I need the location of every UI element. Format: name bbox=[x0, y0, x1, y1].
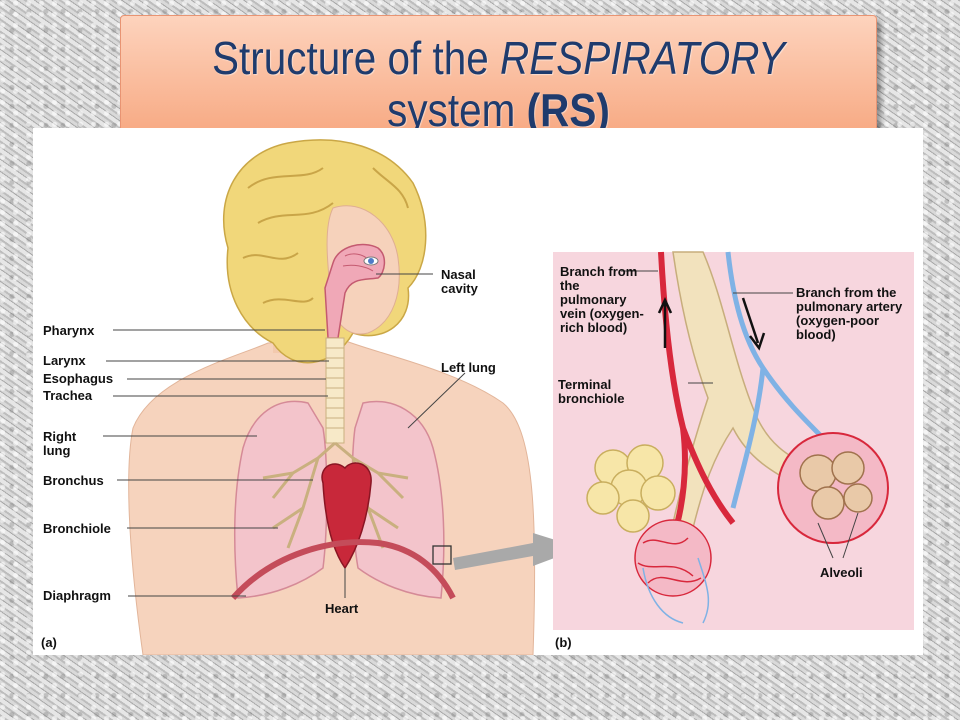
label-larynx: Larynx bbox=[43, 353, 86, 368]
panel-a-tag: (a) bbox=[41, 635, 57, 650]
label-heart: Heart bbox=[325, 601, 359, 616]
panel-b-leader-lines bbox=[621, 270, 859, 559]
label-nasal-cavity: Nasal cavity bbox=[441, 267, 478, 296]
label-left-lung: Left lung bbox=[441, 360, 496, 375]
magnify-arrow bbox=[453, 533, 581, 570]
alveolar-sac bbox=[586, 444, 676, 533]
title-abbreviation: (RS) bbox=[526, 84, 610, 136]
panel-b-tag: (b) bbox=[555, 635, 572, 650]
title-text-2: system bbox=[387, 84, 527, 136]
label-pulmonary-vein-branch: Branch from the pulmonary vein (oxygen-r… bbox=[560, 264, 644, 335]
label-esophagus: Esophagus bbox=[43, 371, 114, 386]
panel-a-leader-lines bbox=[103, 273, 466, 598]
label-terminal-bronchiole: Terminal bronchiole bbox=[558, 377, 625, 406]
slide-title-box: Structure of the RESPIRATORY system (RS) bbox=[120, 15, 877, 139]
label-right-lung: Right lung bbox=[43, 429, 77, 458]
slide-title-line-2: system (RS) bbox=[166, 84, 830, 136]
title-text: Structure of the bbox=[212, 32, 501, 84]
label-alveoli: Alveoli bbox=[820, 565, 863, 580]
label-bronchiole: Bronchiole bbox=[43, 521, 111, 536]
alveoli-illustration bbox=[586, 251, 889, 624]
respiratory-illustration bbox=[103, 139, 914, 655]
label-trachea: Trachea bbox=[43, 388, 93, 403]
alveoli-cut-section bbox=[799, 451, 873, 520]
label-pulmonary-artery-branch: Branch from the pulmonary artery (oxygen… bbox=[796, 285, 903, 342]
title-emphasis: RESPIRATORY bbox=[500, 32, 785, 84]
label-diaphragm: Diaphragm bbox=[43, 588, 111, 603]
label-pharynx: Pharynx bbox=[43, 323, 95, 338]
torso-illustration bbox=[128, 139, 536, 655]
label-bronchus: Bronchus bbox=[43, 473, 104, 488]
slide-title-line-1: Structure of the RESPIRATORY bbox=[166, 16, 830, 84]
respiratory-figure: Nasal cavity Pharynx Larynx Esophagus Tr… bbox=[33, 128, 923, 655]
